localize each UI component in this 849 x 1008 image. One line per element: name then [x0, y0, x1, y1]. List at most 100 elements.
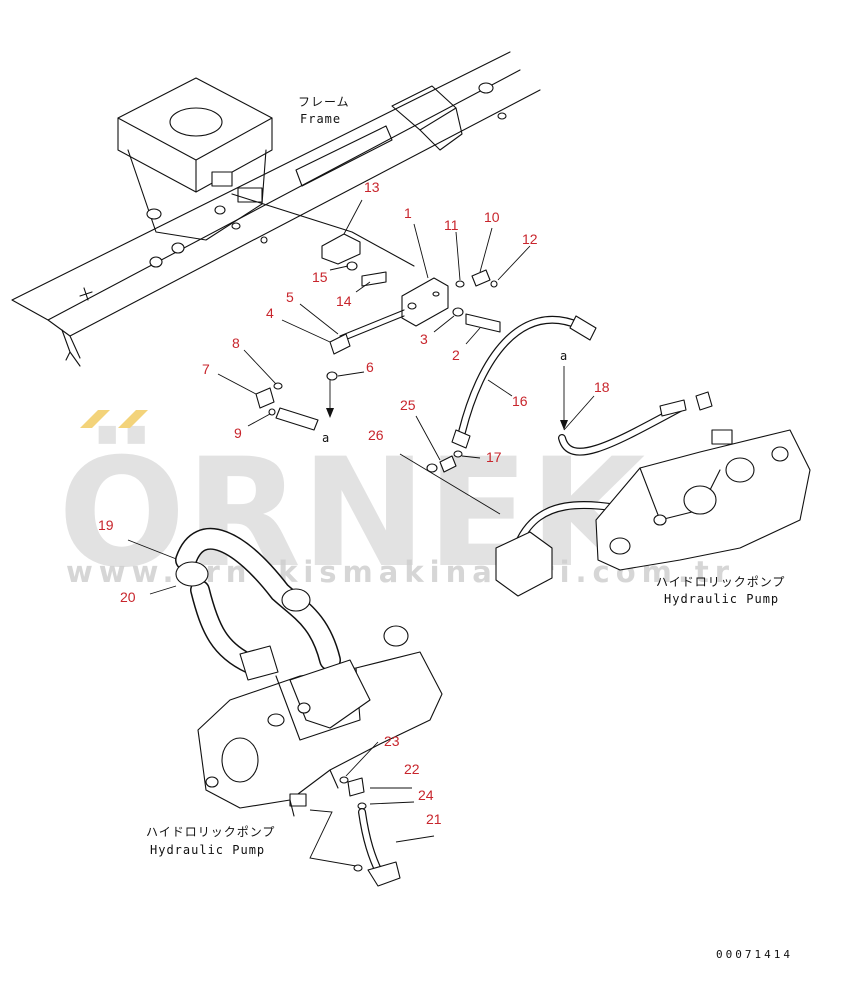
watermark-accent-left [80, 410, 110, 428]
hose-16-fill [459, 317, 583, 435]
pump-right-flange [495, 531, 553, 597]
leader-25 [415, 415, 441, 461]
callout-numbers: 13 1 11 10 12 15 5 14 4 3 2 8 7 6 9 16 2… [98, 179, 610, 827]
hose-21-elbow [367, 861, 401, 887]
pump-right-port [683, 485, 717, 515]
frame-pad [295, 125, 393, 187]
elbow-22 [347, 777, 365, 797]
tube-5 [339, 309, 405, 337]
callout-26: 26 [368, 427, 384, 443]
leader-14 [355, 281, 371, 293]
pump-right-valve [711, 429, 733, 445]
hose-18-fill [559, 405, 683, 455]
elbow-7 [255, 387, 275, 409]
elbow-25 [439, 455, 457, 473]
leader-9 [247, 413, 271, 427]
callout-16: 16 [512, 393, 528, 409]
frame-rail [11, 51, 541, 337]
o-ring-21 [353, 864, 363, 872]
o-ring-26 [426, 463, 438, 473]
suction-hose [127, 527, 341, 681]
callout-21: 21 [426, 811, 442, 827]
pump-left-cap [383, 625, 409, 647]
mount-bolt-f [260, 236, 268, 244]
bolt-14 [361, 271, 387, 287]
callout-19: 19 [98, 517, 114, 533]
bracket-13 [321, 233, 361, 265]
callout-11: 11 [444, 217, 459, 233]
callout-17: 17 [486, 449, 502, 465]
pump-right-bolt [653, 514, 667, 526]
hose-21 [339, 776, 435, 887]
drawing-number: 00071414 [716, 948, 793, 961]
frame-hole [497, 112, 507, 120]
pump-left-bolt-a [297, 702, 311, 714]
mount-clip-b [237, 187, 263, 203]
leader-2 [465, 327, 481, 345]
pump-left-bolt-b [267, 713, 285, 727]
valve-block-1 [401, 277, 449, 327]
mount-clip-a [211, 171, 233, 187]
pump-left-label-jp: ハイドロリックポンプ [146, 825, 275, 839]
hose-16-fitting [451, 429, 471, 449]
leader-6 [337, 371, 365, 377]
frame-bracket-right [391, 85, 457, 131]
hydraulic-pump-right [495, 429, 811, 597]
callout-4: 4 [266, 305, 274, 321]
leader-4 [281, 319, 331, 343]
frame-mark [79, 287, 93, 301]
pump-right-label-jp: ハイドロリックポンプ [656, 575, 785, 589]
callout-5: 5 [286, 289, 294, 305]
pump-left-edges [289, 769, 339, 817]
callout-8: 8 [232, 335, 240, 351]
frame-bracket-side [419, 107, 463, 151]
leader-7 [217, 373, 257, 395]
leader-12 [497, 245, 531, 281]
hose-18-elbow [695, 391, 713, 411]
ref-a-lower: a [322, 431, 330, 445]
leader-20 [149, 585, 177, 595]
hose-18-end [659, 399, 687, 417]
leader-bracket [231, 193, 415, 267]
callout-23: 23 [384, 733, 400, 749]
fitting-group-17 [399, 450, 501, 515]
pump-left-port [221, 737, 259, 783]
mount-bore [169, 107, 223, 137]
leader-pump-left [309, 809, 357, 867]
leader-5 [299, 303, 339, 335]
frame-boss [478, 82, 494, 94]
hose-16 [451, 315, 597, 449]
frame-assembly [11, 51, 541, 367]
leader-24 [369, 801, 415, 805]
leader-13 [343, 199, 363, 235]
leader-19 [127, 539, 185, 563]
callout-22: 22 [404, 761, 420, 777]
callout-20: 20 [120, 589, 136, 605]
pump-left-body [197, 651, 443, 809]
callout-18: 18 [594, 379, 610, 395]
callout-13: 13 [364, 179, 380, 195]
o-ring-8 [273, 382, 283, 390]
watermark-accent-right [118, 410, 148, 428]
callout-9: 9 [234, 425, 242, 441]
elbow-10 [471, 269, 491, 287]
callout-7: 7 [202, 361, 210, 377]
o-ring-12 [490, 280, 498, 288]
leader-8 [243, 349, 277, 385]
callout-10: 10 [484, 209, 500, 225]
pump-right-boss [609, 537, 631, 555]
o-ring-9 [268, 408, 276, 416]
hose-18 [558, 391, 713, 456]
leader-17 [461, 455, 481, 459]
suction-flange [239, 645, 279, 681]
callout-3: 3 [420, 331, 428, 347]
hydraulic-pump-left [197, 625, 443, 817]
leader-23 [345, 741, 379, 777]
suction-hose-fill [176, 529, 340, 670]
valve-block-assembly [231, 193, 501, 431]
callout-15: 15 [312, 269, 328, 285]
callout-24: 24 [418, 787, 434, 803]
leader-26-block [399, 453, 501, 515]
o-ring-17 [453, 450, 463, 458]
